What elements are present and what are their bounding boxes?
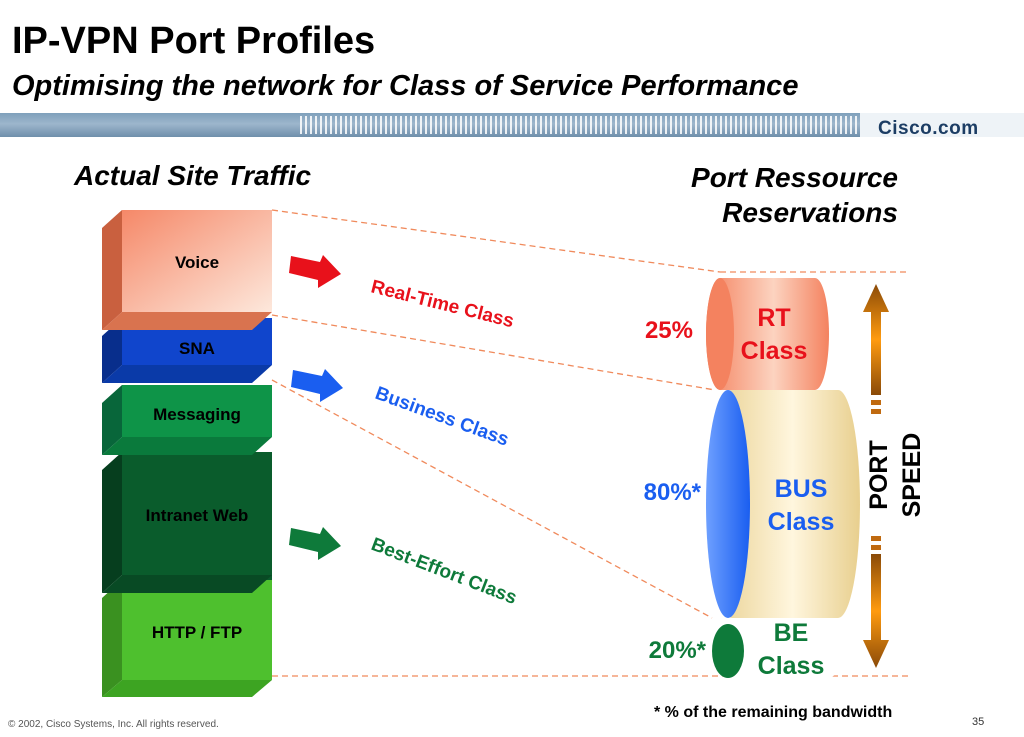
messaging-side bbox=[102, 385, 122, 455]
bus-class-line2: Class bbox=[768, 508, 835, 536]
voice-label: Voice bbox=[175, 253, 219, 272]
left-block-sides bbox=[102, 210, 122, 697]
voice-bottom bbox=[102, 312, 272, 330]
voice-side bbox=[102, 210, 122, 330]
messaging-label: Messaging bbox=[153, 405, 241, 424]
be-arrow-icon bbox=[289, 527, 341, 560]
right-heading-line2: Reservations bbox=[722, 197, 898, 228]
be-class-line1: BE bbox=[774, 619, 809, 647]
bus-class-line1: BUS bbox=[775, 475, 828, 503]
messaging-bottom bbox=[102, 437, 272, 455]
voice-block bbox=[122, 210, 272, 312]
guide-bus bbox=[271, 379, 713, 619]
rt-cylinder bbox=[706, 278, 829, 390]
rt-percent: 25% bbox=[645, 317, 693, 344]
be-percent: 20%* bbox=[649, 637, 707, 664]
http-bottom bbox=[102, 680, 272, 697]
rt-class-line2: Class bbox=[741, 337, 808, 365]
intranet-bottom bbox=[102, 575, 272, 593]
right-heading-line1: Port Ressource bbox=[691, 162, 898, 193]
bus-cylinder bbox=[706, 390, 860, 618]
left-blocks bbox=[102, 210, 272, 697]
class-arrows bbox=[289, 255, 343, 560]
footnote: * % of the remaining bandwidth bbox=[654, 704, 893, 721]
header-band-pattern bbox=[300, 116, 860, 134]
cisco-logo: Cisco.com bbox=[878, 118, 979, 139]
sna-bottom bbox=[102, 365, 272, 383]
port-speed-line1: PORT bbox=[865, 440, 893, 509]
business-class-label: Business Class bbox=[372, 383, 511, 451]
copyright: © 2002, Cisco Systems, Inc. All rights r… bbox=[8, 719, 219, 730]
be-cylinder bbox=[712, 624, 842, 678]
left-heading: Actual Site Traffic bbox=[74, 160, 312, 191]
http-label: HTTP / FTP bbox=[152, 623, 242, 642]
port-speed-arrow-icon bbox=[863, 284, 889, 668]
slide-subtitle: Optimising the network for Class of Serv… bbox=[12, 70, 799, 102]
real-time-class-label: Real-Time Class bbox=[369, 276, 516, 332]
port-speed-line2: SPEED bbox=[898, 433, 926, 518]
guide-top bbox=[271, 209, 721, 273]
intranet-block bbox=[122, 452, 272, 580]
bus-percent: 80%* bbox=[644, 479, 702, 506]
messaging-block bbox=[122, 385, 272, 437]
guide-rt bbox=[271, 314, 716, 391]
be-class-line2: Class bbox=[758, 652, 825, 680]
slide-title: IP-VPN Port Profiles bbox=[12, 20, 376, 62]
page-number: 35 bbox=[972, 716, 985, 728]
intranet-side bbox=[102, 452, 122, 593]
header-band bbox=[0, 113, 1024, 137]
sna-label: SNA bbox=[179, 339, 215, 358]
sna-side bbox=[102, 318, 122, 383]
http-side bbox=[102, 580, 122, 697]
rt-arrow-icon bbox=[289, 255, 341, 288]
right-heading: Port Ressource Reservations bbox=[646, 160, 898, 230]
best-effort-class-label: Best-Effort Class bbox=[368, 534, 519, 609]
rt-class-line1: RT bbox=[757, 304, 790, 332]
intranet-label: Intranet Web bbox=[146, 506, 249, 525]
header-band-end bbox=[860, 113, 1024, 137]
http-block bbox=[122, 580, 272, 680]
bus-arrow-icon bbox=[291, 369, 343, 402]
